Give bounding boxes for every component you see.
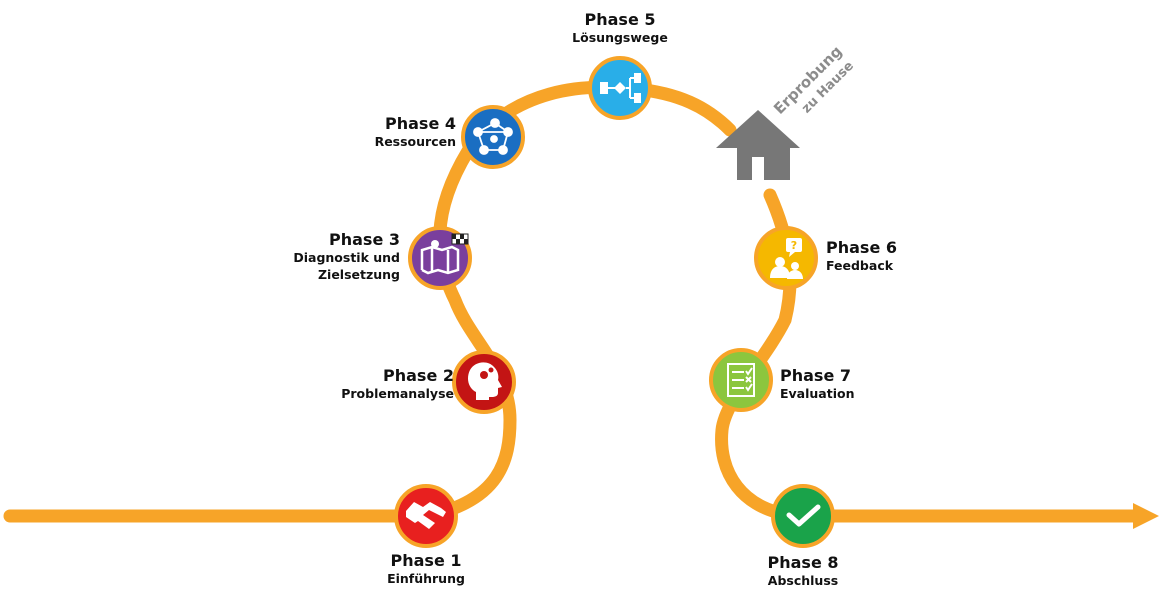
house-icon [716, 110, 800, 180]
checklist-icon [727, 363, 755, 397]
phase-1-title: Phase 1 [390, 551, 462, 570]
phase-7-subtitle: Evaluation [780, 386, 855, 401]
home-trial-label: Erprobung zu Hause [770, 42, 857, 118]
phase-1-node [394, 484, 458, 548]
process-path [3, 80, 737, 523]
phase-4-title: Phase 4 [385, 114, 456, 133]
phase-6-label: Phase 6 Feedback [826, 238, 966, 274]
phase-6-subtitle: Feedback [826, 258, 894, 273]
phase-8-node [771, 484, 835, 548]
phase-8-subtitle: Abschluss [767, 573, 839, 588]
handshake-icon [406, 502, 446, 529]
phase-7-node [709, 348, 773, 412]
phase-5-title: Phase 5 [584, 10, 656, 29]
phase-1-subtitle: Einführung [387, 571, 465, 586]
phase-5-subtitle: Lösungswege [572, 30, 668, 45]
feedback-icon: ? [770, 238, 803, 279]
checkmark-icon [786, 504, 821, 527]
phase-2-node [452, 350, 516, 414]
phase-6-title: Phase 6 [826, 238, 897, 257]
flowchart-icon [600, 73, 641, 103]
svg-text:?: ? [791, 239, 797, 252]
phase-3-node [408, 226, 472, 290]
phase-4-subtitle: Ressourcen [374, 134, 456, 149]
phase-3-subtitle-line1: Diagnostik und [293, 250, 400, 265]
phase-8-label: Phase 8 Abschluss [735, 553, 871, 589]
arrow-head [1133, 503, 1159, 529]
head-gears-icon [468, 362, 502, 400]
phase-7-title: Phase 7 [780, 366, 851, 385]
checkered-flag-icon [451, 233, 469, 245]
phase-5-node [588, 56, 652, 120]
phase-8-title: Phase 8 [767, 553, 839, 572]
phase-3-subtitle-line2: Zielsetzung [317, 267, 400, 282]
phase-3-title: Phase 3 [329, 230, 400, 249]
network-icon [473, 118, 513, 155]
phase-5-label: Phase 5 Lösungswege [550, 10, 690, 46]
phase-2-title: Phase 2 [383, 366, 454, 385]
map-pin-icon [420, 240, 460, 275]
phase-2-label: Phase 2 Problemanalyse [290, 366, 454, 402]
phase-4-label: Phase 4 Ressourcen [300, 114, 456, 150]
phase-3-label: Phase 3 Diagnostik und Zielsetzung [240, 230, 400, 283]
phase-7-label: Phase 7 Evaluation [780, 366, 920, 402]
phase-6-node: ? [754, 226, 818, 290]
phase-4-node [461, 105, 525, 169]
phase-2-subtitle: Problemanalyse [341, 386, 454, 401]
phase-1-label: Phase 1 Einführung [360, 551, 492, 587]
